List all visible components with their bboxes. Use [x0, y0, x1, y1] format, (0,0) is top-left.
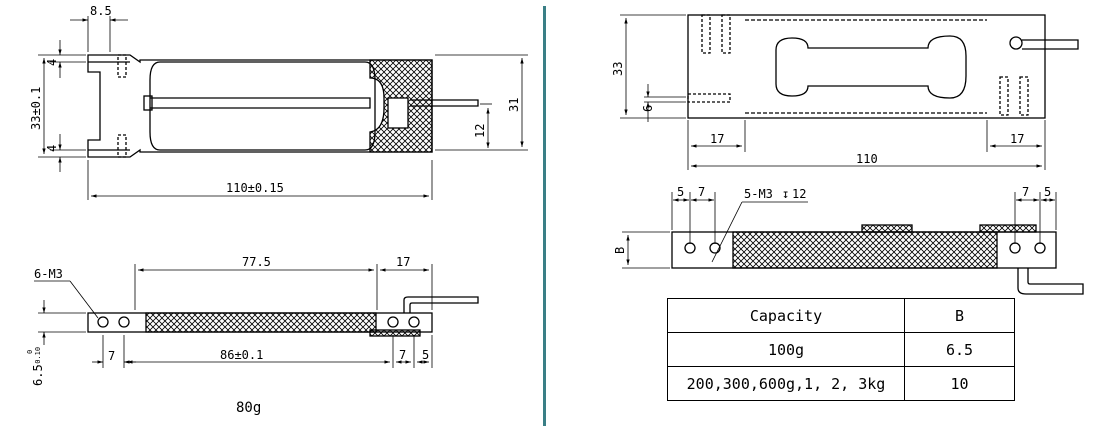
dim-6-5: 6.5 [31, 364, 45, 386]
dim-7-right-front: 7 [1022, 185, 1029, 199]
front-view [671, 224, 1084, 295]
depth-12: 12 [792, 187, 806, 201]
dim-8-5: 8.5 [90, 4, 112, 18]
cell-capacity: 200,300,600g,1, 2, 3kg [667, 366, 905, 401]
dim-6: 6 [641, 105, 655, 112]
dim-5-right-front: 5 [1044, 185, 1051, 199]
side-view-dimensions [38, 16, 528, 200]
dim-5-left: 5 [677, 185, 684, 199]
side-view [87, 54, 479, 158]
bottom-view [87, 296, 479, 337]
dim-7-left: 7 [698, 185, 705, 199]
tol-lower: -0.10 [34, 347, 42, 368]
section-divider [543, 6, 546, 426]
dim-5-right: 5 [422, 348, 429, 362]
dim-4-top: 4 [45, 59, 59, 66]
dim-4-bottom: 4 [45, 145, 59, 152]
header-b: B [904, 298, 1015, 333]
cell-capacity: 100g [667, 332, 905, 367]
capacity-table: Capacity B 100g 6.5 200,300,600g,1, 2, 3… [667, 298, 1015, 401]
dim-77-5: 77.5 [242, 255, 271, 269]
table-header-row: Capacity B [667, 298, 1015, 333]
thread-6-m3: 6-M3 [34, 267, 63, 281]
dim-17: 17 [396, 255, 410, 269]
table-row: 200,300,600g,1, 2, 3kg 10 [667, 366, 1015, 401]
dim-33-right: 33 [611, 62, 625, 76]
top-view-dimensions [620, 14, 1046, 170]
dim-33: 33±0.1 [29, 87, 43, 130]
dim-12: 12 [473, 124, 487, 138]
dim-86-tol: 86±0.1 [220, 348, 263, 362]
header-capacity: Capacity [667, 298, 905, 333]
dim-b: B [613, 247, 627, 254]
dim-17-left: 17 [710, 132, 724, 146]
top-view [687, 14, 1079, 119]
dim-110-tol: 110±0.15 [226, 181, 284, 195]
table-row: 100g 6.5 [667, 332, 1015, 367]
tol-upper: 0 [26, 350, 34, 354]
bottom-view-dimensions [34, 264, 433, 368]
thread-5-m3: 5-M3 [744, 187, 773, 201]
dim-17-right: 17 [1010, 132, 1024, 146]
dim-110: 110 [856, 152, 878, 166]
cell-b: 6.5 [904, 332, 1015, 367]
weight-label: 80g [236, 400, 261, 416]
front-view-dimensions [622, 192, 1057, 269]
depth-symbol: ↧ [782, 187, 789, 201]
dim-7: 7 [108, 349, 115, 363]
dim-31: 31 [507, 98, 521, 112]
cell-b: 10 [904, 366, 1015, 401]
dim-7-right: 7 [399, 348, 406, 362]
